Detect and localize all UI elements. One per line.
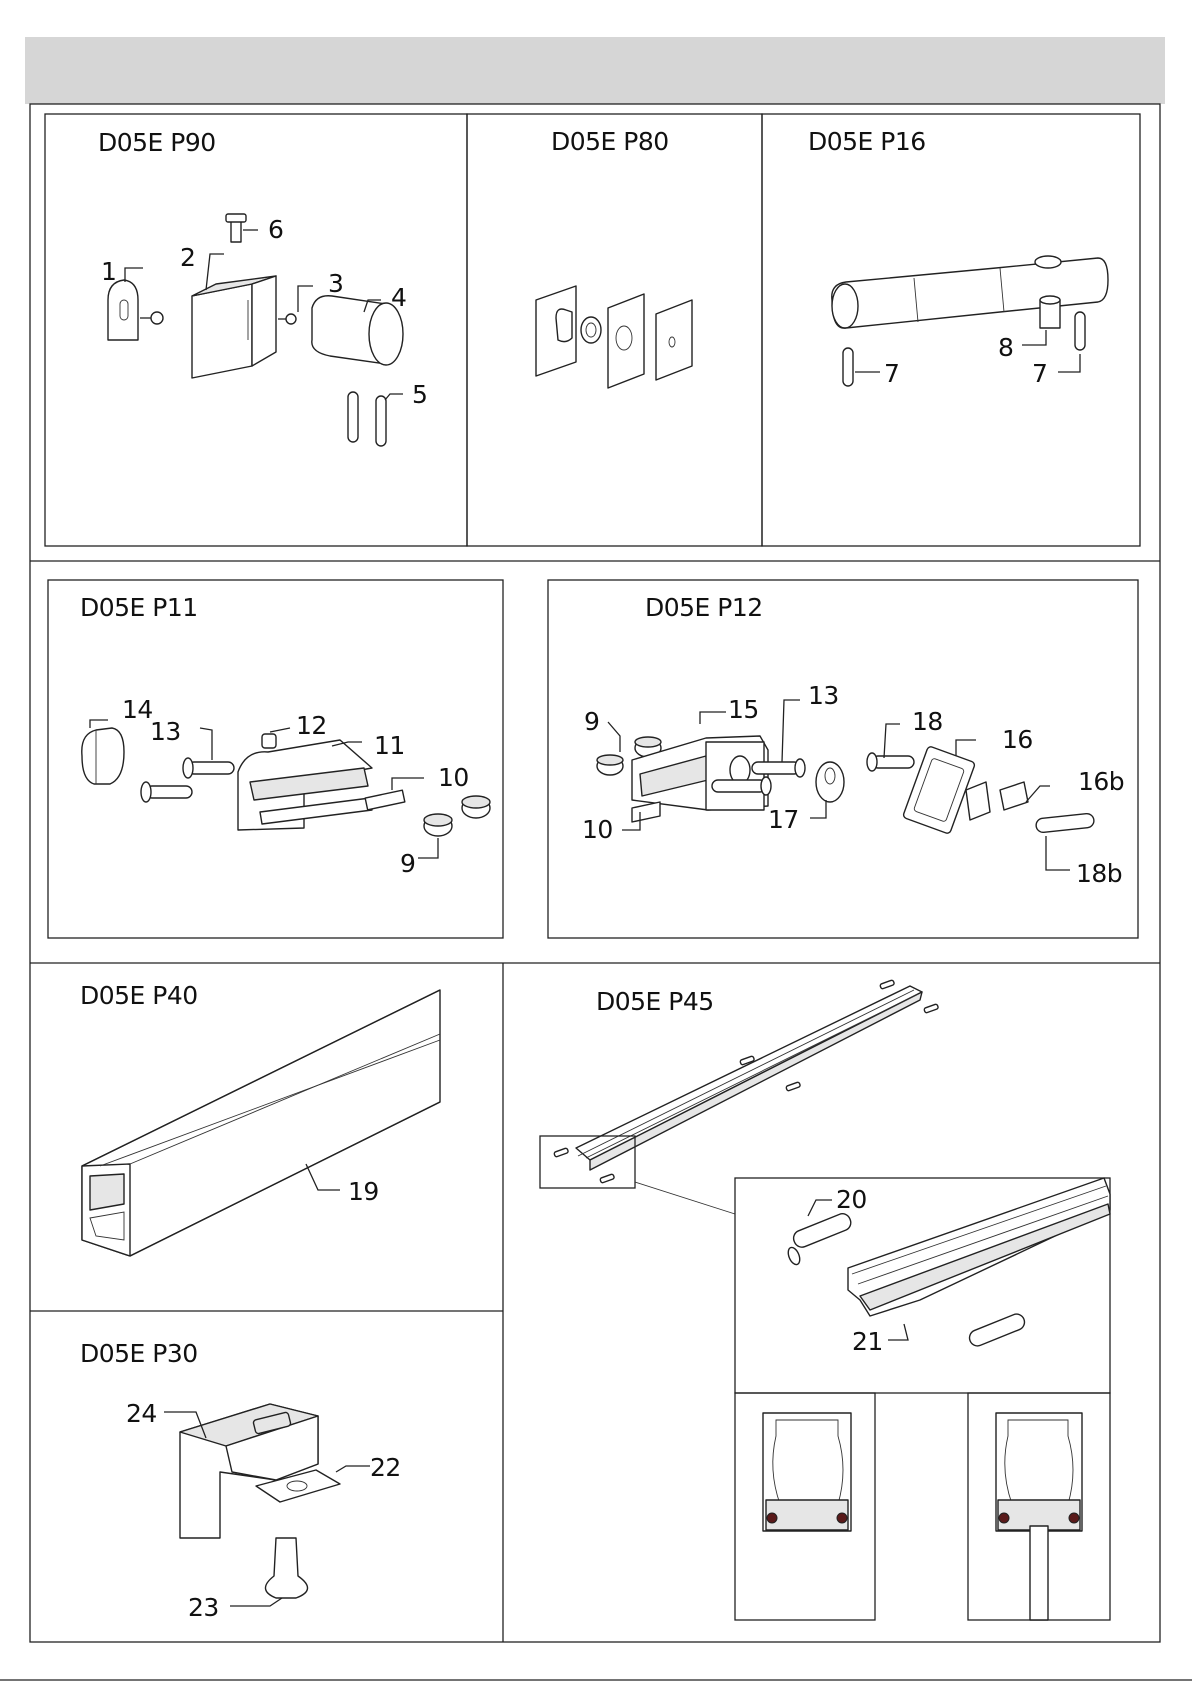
p11-drawing <box>82 720 490 858</box>
p45-label-21: 21 <box>852 1327 883 1356</box>
p11-label-11: 11 <box>374 731 405 760</box>
p16-title: D05E P16 <box>808 127 926 156</box>
p30-label-23: 23 <box>188 1593 219 1622</box>
p45-drawing <box>540 980 1110 1620</box>
p11-label-9: 9 <box>400 849 415 878</box>
p40-drawing <box>82 990 440 1256</box>
p12-label-16b: 16b <box>1078 767 1124 796</box>
p16-drawing <box>832 256 1108 386</box>
p45-label-20: 20 <box>836 1185 867 1214</box>
p16-label-8: 8 <box>998 333 1013 362</box>
p80-drawing <box>536 286 692 388</box>
p30-drawing <box>164 1404 370 1606</box>
p80-title: D05E P80 <box>551 127 669 156</box>
p90-label-6: 6 <box>268 215 283 244</box>
p12-label-10: 10 <box>582 815 613 844</box>
p30-label-22: 22 <box>370 1453 401 1482</box>
p90-drawing <box>108 214 403 446</box>
p45-title: D05E P45 <box>596 987 714 1016</box>
p90-label-5: 5 <box>412 380 427 409</box>
p12-label-16: 16 <box>1002 725 1033 754</box>
p11-title: D05E P11 <box>80 593 198 622</box>
p16-label-7b: 7 <box>1032 359 1047 388</box>
p90-title: D05E P90 <box>98 128 216 157</box>
p90-label-3: 3 <box>328 269 343 298</box>
p12-label-13: 13 <box>808 681 839 710</box>
p12-label-9: 9 <box>584 707 599 736</box>
p90-label-4: 4 <box>391 283 406 312</box>
p11-label-13: 13 <box>150 717 181 746</box>
p40-title: D05E P40 <box>80 981 198 1010</box>
p90-label-1: 1 <box>101 257 116 286</box>
header-band <box>25 37 1165 104</box>
p12-label-18: 18 <box>912 707 943 736</box>
p11-label-10: 10 <box>438 763 469 792</box>
p11-label-14: 14 <box>122 695 153 724</box>
p16-label-7a: 7 <box>884 359 899 388</box>
p12-title: D05E P12 <box>645 593 763 622</box>
p12-label-15: 15 <box>728 695 759 724</box>
p30-label-24: 24 <box>126 1399 157 1428</box>
p11-label-12: 12 <box>296 711 327 740</box>
p40-label-19: 19 <box>348 1177 379 1206</box>
p12-label-17: 17 <box>768 805 799 834</box>
p90-label-2: 2 <box>180 243 195 272</box>
p12-label-18b: 18b <box>1076 859 1122 888</box>
p30-title: D05E P30 <box>80 1339 198 1368</box>
